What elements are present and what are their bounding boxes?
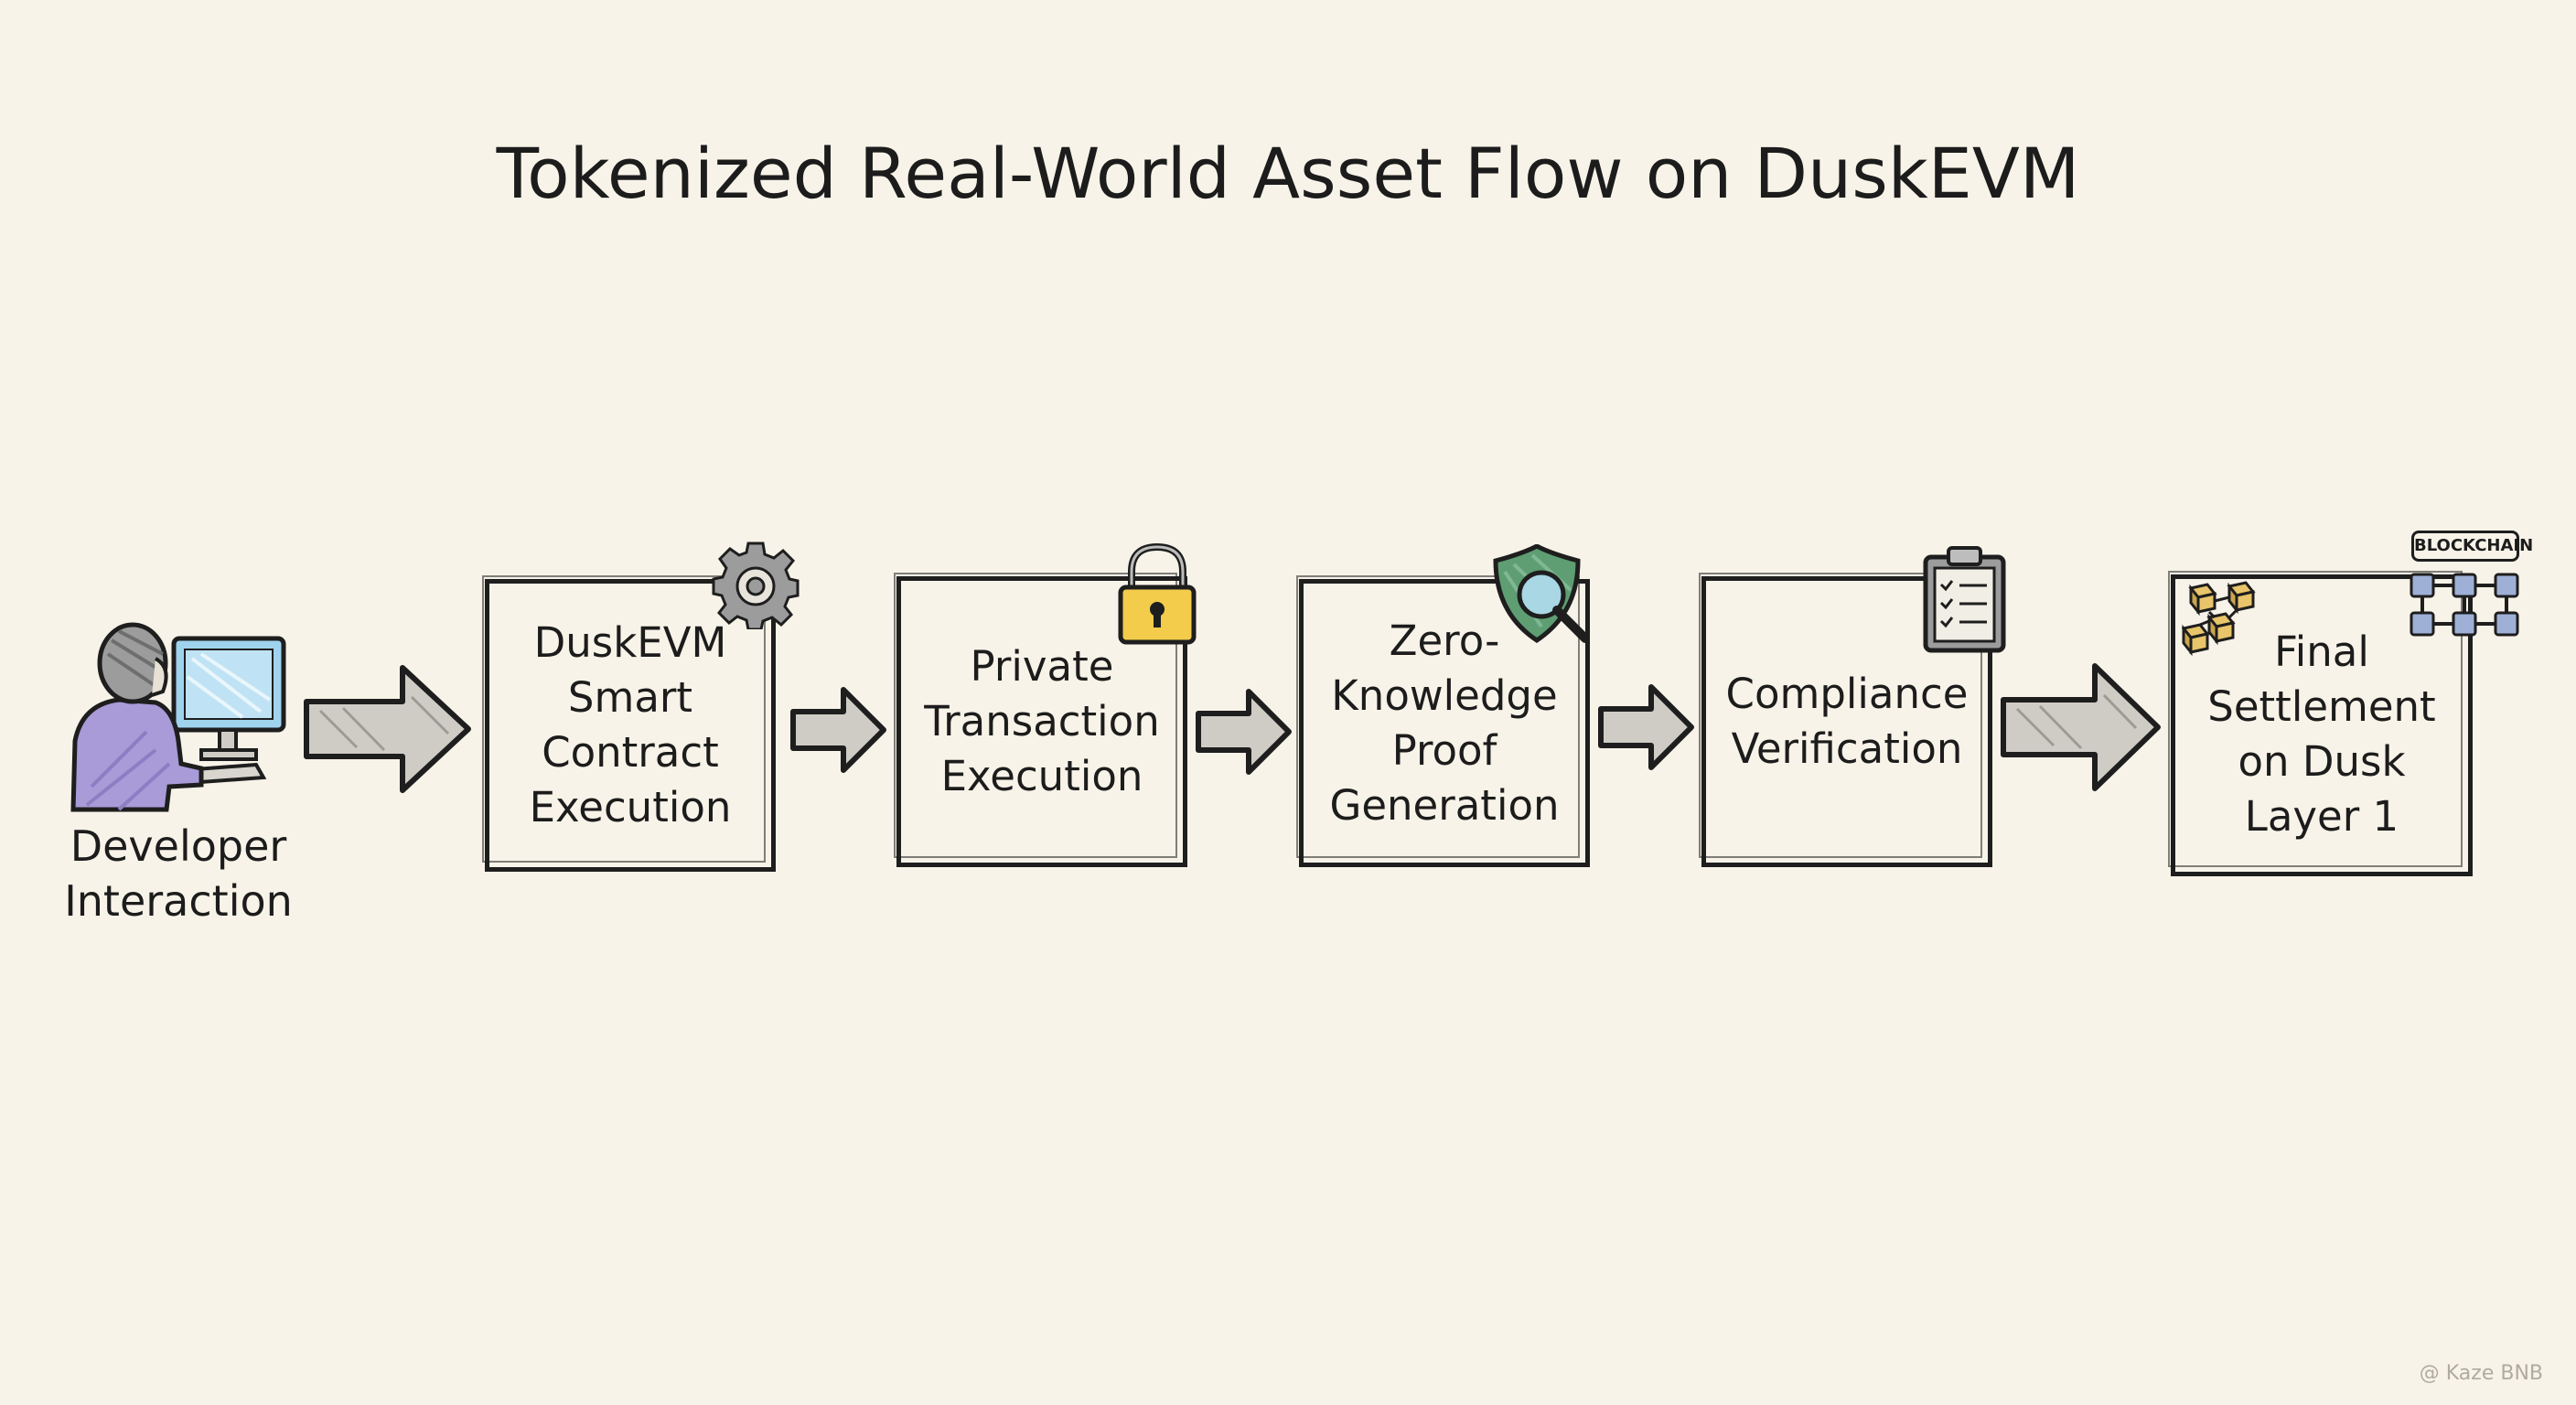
developer-interaction-label: Developer Interaction xyxy=(64,821,293,926)
arrow-private-to-zk xyxy=(1196,689,1292,775)
gear-icon xyxy=(712,542,800,629)
developer-computer-icon xyxy=(70,622,286,812)
padlock-icon xyxy=(1118,542,1197,645)
step-final-settlement: Final Settlement on Dusk Layer 1 xyxy=(2168,571,2473,876)
watermark: @ Kaze BNB xyxy=(2419,1362,2543,1385)
diagram-title: Tokenized Real-World Asset Flow on DuskE… xyxy=(496,133,2080,214)
blockchain-badge: BLOCKCHAIN xyxy=(2411,531,2533,562)
step-label: Final Settlement on Dusk Layer 1 xyxy=(2207,627,2436,841)
arrow-contract-to-private xyxy=(790,687,886,773)
step-zero-knowledge-proof-generation: Zero- Knowledge Proof Generation xyxy=(1296,575,1590,867)
shield-magnifier-icon xyxy=(1493,544,1590,644)
step-label: Private Transaction Execution xyxy=(924,642,1160,800)
arrow-developer-to-contract xyxy=(304,665,471,793)
blockchain-badge-text: BLOCKCHAIN xyxy=(2414,536,2534,555)
step-label: DuskEVM Smart Contract Execution xyxy=(529,618,732,831)
arrow-compliance-to-settlement xyxy=(2001,663,2161,791)
clipboard-checklist-icon xyxy=(1923,546,2006,653)
arrow-zk-to-compliance xyxy=(1598,684,1694,770)
step-label: Zero- Knowledge Proof Generation xyxy=(1329,616,1560,830)
step-label: Compliance Verification xyxy=(1725,670,1969,773)
blockchain-blocks-icon xyxy=(2410,573,2519,637)
step-smart-contract-execution: DuskEVM Smart Contract Execution xyxy=(482,575,776,872)
golden-blocks-icon xyxy=(2182,581,2256,657)
